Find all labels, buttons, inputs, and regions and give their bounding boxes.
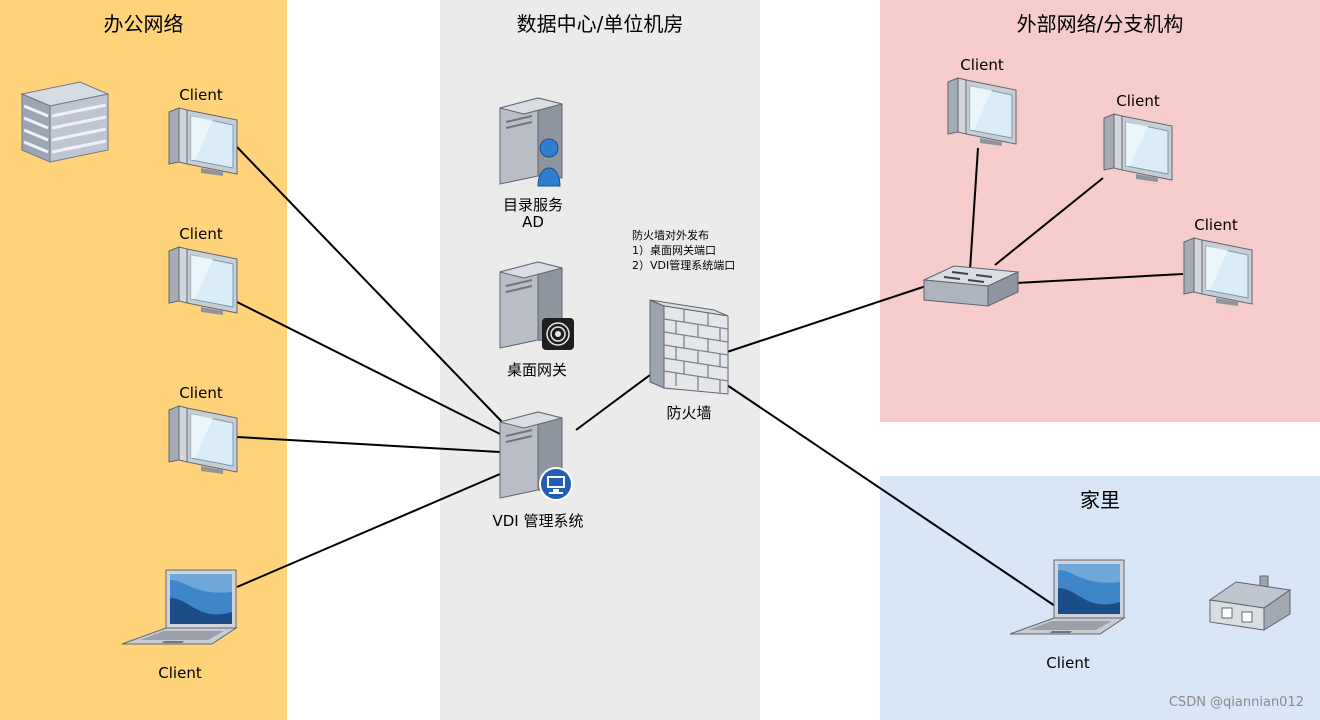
desktop-computer-icon[interactable] [944, 74, 1019, 148]
firewall-note-line3: 2）VDI管理系统端口 [632, 259, 736, 272]
desktop-computer-icon[interactable] [1100, 110, 1175, 184]
office-client-1-label: Client [179, 86, 223, 104]
ext-client-2-label: Client [1116, 92, 1160, 110]
office-client-3-label: Client [179, 384, 223, 402]
desktop-gateway-label: 桌面网关 [506, 361, 568, 379]
link-firewall-switch [726, 285, 927, 353]
zone-title-office: 办公网络 [103, 12, 184, 36]
firewall-note-line1: 防火墙对外发布 [632, 229, 709, 242]
zone-title-datacenter: 数据中心/单位机房 [516, 12, 684, 36]
desktop-computer-icon[interactable] [165, 243, 240, 317]
directory-server-icon[interactable] [498, 96, 568, 188]
watermark: CSDN @qiannian012 [1168, 695, 1304, 710]
link-switch-ext-client-2 [994, 177, 1104, 266]
vdi-server-icon[interactable] [498, 410, 578, 502]
ext-client-3-label: Client [1194, 216, 1238, 234]
link-firewall-home-laptop [726, 384, 1059, 609]
gateway-server-icon[interactable] [498, 260, 578, 352]
link-switch-ext-client-1 [969, 147, 979, 271]
link-office-client-3-vdi [236, 436, 501, 453]
vdi-server-label: VDI 管理系统 [492, 512, 584, 530]
switch-icon[interactable] [922, 262, 1020, 310]
link-office-client-1-vdi [236, 146, 506, 426]
zone-title-external: 外部网络/分支机构 [1016, 12, 1184, 36]
desktop-computer-icon[interactable] [165, 402, 240, 476]
laptop-icon[interactable] [1008, 558, 1128, 638]
office-laptop-label: Client [158, 664, 202, 682]
link-office-client-2-vdi [236, 301, 503, 436]
link-switch-ext-client-3 [1015, 273, 1184, 284]
house-icon [1208, 575, 1292, 631]
firewall-label: 防火墙 [666, 404, 712, 422]
building-icon [20, 81, 110, 163]
desktop-computer-icon[interactable] [1180, 234, 1255, 308]
firewall-note: 防火墙对外发布 1）桌面网关端口 2）VDI管理系统端口 [632, 228, 735, 273]
home-laptop-label: Client [1046, 654, 1090, 672]
firewall-icon[interactable] [648, 298, 730, 396]
ext-client-1-label: Client [960, 56, 1004, 74]
zone-title-home: 家里 [1080, 488, 1120, 512]
link-vdi-firewall [575, 374, 651, 431]
ad-server-label-line1: 目录服务 [502, 196, 564, 214]
desktop-computer-icon[interactable] [165, 104, 240, 178]
link-office-laptop-vdi [236, 473, 501, 588]
laptop-icon[interactable] [120, 568, 240, 648]
ad-server-label-line2: AD [522, 213, 544, 231]
external-network-zone: 外部网络/分支机构 [880, 0, 1320, 422]
office-client-2-label: Client [179, 225, 223, 243]
firewall-note-line2: 1）桌面网关端口 [632, 244, 716, 257]
